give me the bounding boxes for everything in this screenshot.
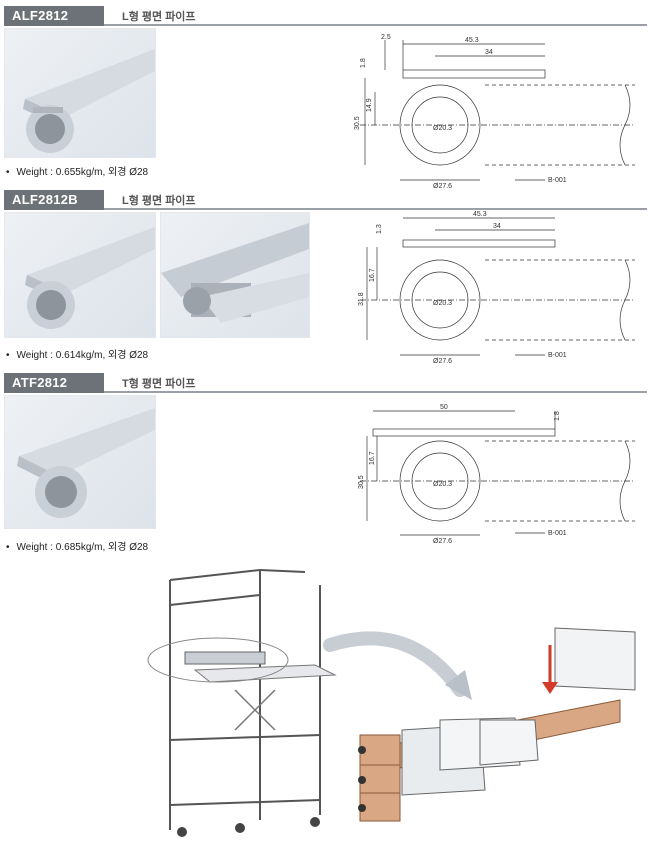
technical-drawing: 45.3 34 1.3 16.7 31.8 Ø20.3 Ø27.6 B-001	[358, 211, 635, 365]
header-rule	[104, 24, 647, 26]
technical-drawing: 2.5 45.3 34 1.8 14.9 30.5 Ø20.3 Ø27.6 B-…	[354, 34, 635, 190]
weight-spec: • Weight : 0.614kg/m, 외경 Ø28	[6, 346, 148, 361]
product-code: ALF2812	[4, 6, 104, 26]
bullet-icon: •	[6, 167, 10, 178]
header-rule	[104, 208, 647, 210]
section-header: ATF2812 T형 평면 파이프	[0, 373, 655, 393]
dim-h: Ø27.6	[433, 358, 452, 365]
dim-b: 45.3	[465, 37, 479, 44]
ref-label: B-001	[548, 352, 567, 359]
dim-c: 34	[485, 49, 493, 56]
dim-e: 16.7	[369, 268, 376, 282]
section-header: ALF2812B L형 평면 파이프	[0, 190, 655, 210]
ref-label: B-001	[548, 530, 567, 537]
product-subtitle: L형 평면 파이프	[122, 11, 196, 23]
ref-label: B-001	[548, 177, 567, 184]
weight-text: Weight : 0.655kg/m, 외경 Ø28	[16, 167, 149, 178]
weight-text: Weight : 0.614kg/m, 외경 Ø28	[16, 350, 149, 361]
header-rule	[104, 391, 647, 393]
workstation-illustration	[147, 569, 636, 837]
highlight-ellipse	[147, 637, 289, 683]
dim-f: 30.5	[358, 475, 365, 489]
weight-spec: • Weight : 0.685kg/m, 외경 Ø28	[6, 538, 148, 553]
dim-a: 2.5	[381, 34, 391, 41]
product-photo	[4, 212, 156, 338]
dim-d: 1.8	[360, 58, 367, 68]
joint-detail	[358, 627, 636, 822]
section-header: ALF2812 L형 평면 파이프	[0, 6, 655, 26]
bullet-icon: •	[6, 542, 10, 553]
dim-d: 1.3	[376, 224, 383, 234]
product-photo	[4, 395, 156, 529]
weight-text: Weight : 0.685kg/m, 외경 Ø28	[16, 542, 149, 553]
product-photo	[4, 28, 156, 158]
dim-g: Ø20.3	[433, 125, 452, 132]
dim-h: Ø27.6	[433, 538, 452, 545]
product-code: ATF2812	[4, 373, 104, 393]
dim-b: 50	[440, 404, 448, 411]
technical-drawing: 50 1.8 16.7 30.5 Ø20.3 Ø27.6 B-001	[358, 404, 635, 545]
dim-h: Ø27.6	[433, 183, 452, 190]
dim-b: 45.3	[473, 211, 487, 218]
curved-arrow	[323, 631, 467, 697]
bullet-icon: •	[6, 350, 10, 361]
assembly-photo	[160, 212, 310, 338]
dim-e: 16.7	[369, 451, 376, 465]
dim-c: 34	[493, 223, 501, 230]
dim-g: Ø20.3	[433, 481, 452, 488]
section-atf2812: ATF2812 T형 평면 파이프 • Weight : 0.685kg/m, 외…	[0, 373, 655, 553]
dim-e: 14.9	[366, 98, 373, 112]
product-subtitle: L형 평면 파이프	[122, 195, 196, 207]
product-subtitle: T형 평면 파이프	[122, 378, 196, 390]
section-alf2812b: ALF2812B L형 평면 파이프 • Weight : 0.614kg/m, …	[0, 190, 655, 370]
dim-f: 30.5	[354, 116, 361, 130]
section-alf2812: ALF2812 L형 평면 파이프 • Weight : 0.655kg/m, 외…	[0, 6, 655, 190]
dim-f: 31.8	[358, 292, 365, 306]
dim-d: 1.8	[554, 411, 561, 421]
dim-g: Ø20.3	[433, 300, 452, 307]
weight-spec: • Weight : 0.655kg/m, 외경 Ø28	[6, 163, 148, 178]
product-code: ALF2812B	[4, 190, 104, 210]
